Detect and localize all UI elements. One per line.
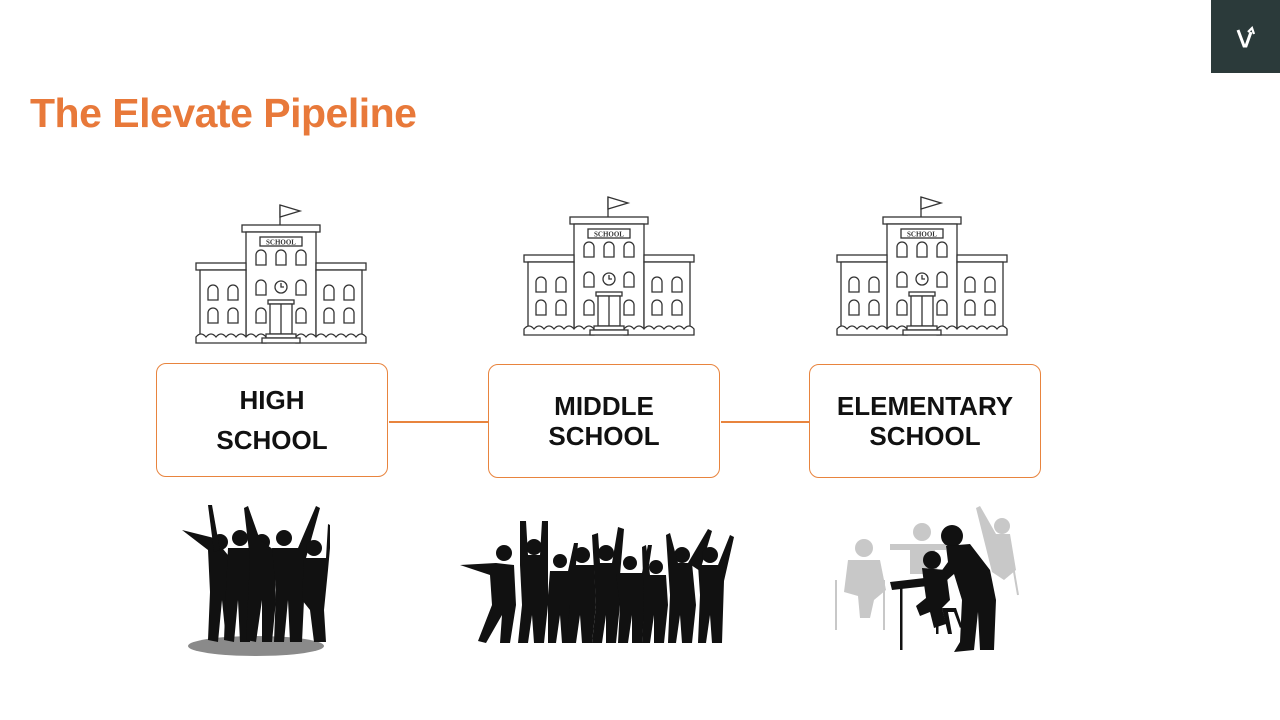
stage-box-elementary-school: ELEMENTARY SCHOOL: [809, 364, 1041, 478]
pipeline-connector: [721, 421, 810, 423]
kids-cheering-silhouette-icon: [460, 521, 734, 643]
stage-label-line2: SCHOOL: [216, 425, 328, 455]
teens-cheering-silhouette-icon: [182, 505, 330, 656]
stage-box-high-school: HIGH SCHOOL: [156, 363, 388, 477]
school-building-icon: [836, 196, 1008, 336]
stage-box-middle-school: MIDDLE SCHOOL: [488, 364, 720, 478]
stage-label-line2: SCHOOL: [869, 421, 981, 451]
brand-logo: [1211, 0, 1280, 73]
page-title: The Elevate Pipeline: [30, 90, 417, 136]
school-building-icon: [523, 196, 695, 336]
stage-label-line1: MIDDLE: [554, 391, 654, 421]
stage-label-line2: SCHOOL: [548, 421, 660, 451]
stage-label-line1: ELEMENTARY: [836, 391, 1014, 421]
v-arrow-logo-icon: [1236, 25, 1255, 47]
pipeline-connector: [389, 421, 489, 423]
school-building-icon: [195, 204, 367, 344]
stage-label-line1: HIGH: [239, 385, 305, 415]
teacher-helping-student-silhouette-icon: [835, 506, 1019, 652]
